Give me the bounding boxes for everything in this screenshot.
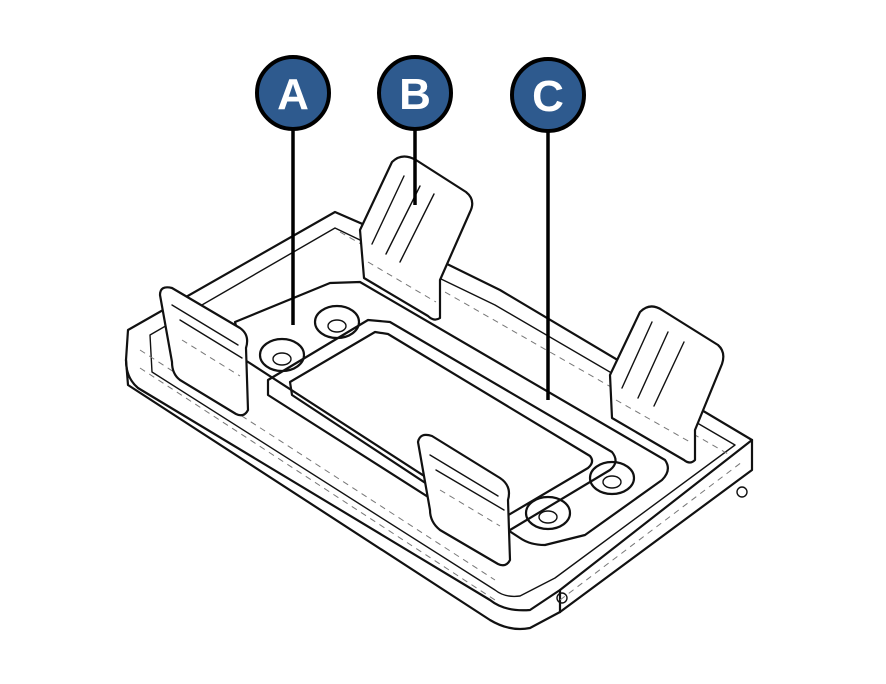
callout-c: C: [510, 57, 586, 133]
clip-left: [158, 286, 250, 417]
callout-c-circle: [510, 57, 586, 133]
callout-c-label: C: [532, 72, 564, 121]
callout-b-circle: [377, 55, 453, 131]
callout-b-label: B: [399, 70, 431, 119]
tray-floor: [233, 280, 669, 547]
callout-a-label: A: [277, 70, 309, 119]
callout-b: B: [377, 55, 453, 131]
callout-a-circle: [255, 55, 331, 131]
clip-front: [416, 433, 512, 567]
callout-a: A: [255, 55, 331, 131]
clip-right: [608, 305, 725, 464]
tray-base: [124, 210, 754, 631]
